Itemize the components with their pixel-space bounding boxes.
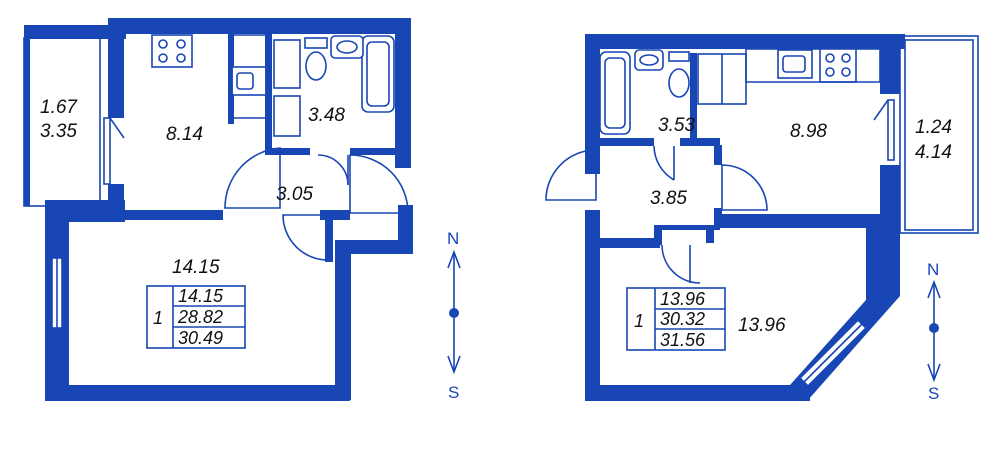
plan-left [23,18,413,401]
total-area-left: 28.82 [177,307,223,327]
living-area-right: 13.96 [660,289,706,309]
door-icon [545,149,597,201]
area-table-left: 1 14.15 28.82 30.49 [146,285,246,349]
north-label: N [447,229,459,248]
area-table-right: 1 13.96 30.32 31.56 [626,287,726,351]
stove-icon [151,34,193,68]
toilet-icon [668,51,690,62]
washer-icon [273,39,301,89]
stove-icon [819,47,857,83]
balcony-area-left: 1.67 [40,97,78,118]
door-icon [224,147,281,209]
hall-area-left: 3.05 [276,184,313,205]
plan-right-labels: 3.53 8.98 1.24 4.14 3.85 13.96 [650,115,952,336]
total-area-right: 30.32 [660,309,705,329]
bathroom-area-left: 3.48 [308,105,345,126]
rooms-count-left: 1 [153,308,163,328]
compass-right: N S [927,260,941,403]
compass-left: N S [447,229,461,402]
balcony-area-with-coef-right: 4.14 [915,142,952,163]
hall-area-right: 3.85 [650,188,687,209]
living-room-area-left: 14.15 [172,257,220,278]
north-label: N [927,260,939,279]
bathroom-area-right: 3.53 [658,115,695,136]
balcony-area-right: 1.24 [915,117,952,138]
living-area-left: 14.15 [178,286,224,306]
kitchen-area-right: 8.98 [790,121,827,142]
wall [108,18,410,34]
south-label: S [928,384,939,403]
kitchen-area-left: 8.14 [166,124,203,145]
plan-right [545,34,979,401]
balcony-area-with-coef-left: 3.35 [40,121,77,142]
total-with-balcony-left: 30.49 [178,328,223,348]
rooms-count-right: 1 [634,311,644,331]
total-with-balcony-right: 31.56 [660,330,706,350]
toilet-icon [304,37,328,49]
living-room-area-right: 13.96 [738,315,786,336]
south-label: S [448,383,459,402]
balcony-right [904,39,974,231]
plan-left-labels: 1.67 3.35 8.14 3.48 3.05 14.15 [40,97,345,278]
